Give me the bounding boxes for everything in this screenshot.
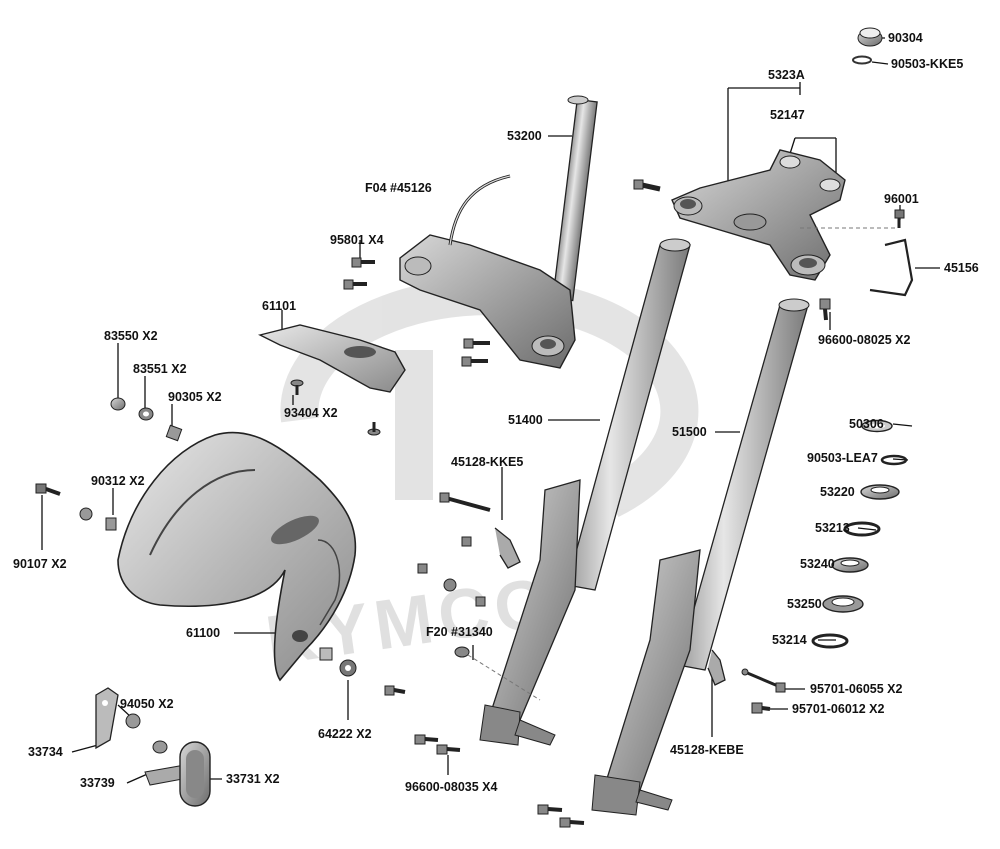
label-52147[interactable]: 52147 bbox=[770, 108, 805, 122]
label-95701-06012[interactable]: 95701-06012 X2 bbox=[792, 702, 885, 716]
label-90304[interactable]: 90304 bbox=[888, 31, 923, 45]
label-96600-08035[interactable]: 96600-08035 X4 bbox=[405, 780, 498, 794]
reflector-33731 bbox=[179, 741, 211, 807]
collar-64222 bbox=[319, 647, 406, 696]
fork-cover-61101 bbox=[257, 324, 406, 393]
label-50306[interactable]: 50306 bbox=[849, 417, 884, 431]
nut-94050 bbox=[125, 713, 141, 729]
label-5323a[interactable]: 5323A bbox=[768, 68, 805, 82]
o-ring-90503-kke5 bbox=[852, 55, 872, 65]
label-90312[interactable]: 90312 X2 bbox=[91, 474, 145, 488]
collar-90312 bbox=[79, 507, 117, 531]
label-53214[interactable]: 53214 bbox=[772, 633, 807, 647]
nut-83550 bbox=[110, 397, 126, 411]
label-53213[interactable]: 53213 bbox=[815, 521, 850, 535]
label-96001[interactable]: 96001 bbox=[884, 192, 919, 206]
bearing-stack bbox=[811, 419, 908, 649]
label-f04-45126[interactable]: F04 #45126 bbox=[365, 181, 432, 195]
fork-left-51400 bbox=[479, 238, 691, 746]
bolt-96600-08025 bbox=[819, 298, 831, 321]
label-33734[interactable]: 33734 bbox=[28, 745, 63, 759]
label-94050[interactable]: 94050 X2 bbox=[120, 697, 174, 711]
label-33731[interactable]: 33731 X2 bbox=[226, 772, 280, 786]
label-53200[interactable]: 53200 bbox=[507, 129, 542, 143]
leader-lines bbox=[41, 37, 940, 784]
label-90305[interactable]: 90305 X2 bbox=[168, 390, 222, 404]
label-33739[interactable]: 33739 bbox=[80, 776, 115, 790]
bolts-mid bbox=[417, 492, 491, 607]
clip-90305 bbox=[165, 424, 183, 442]
washer-83551 bbox=[138, 407, 154, 421]
label-90503-lea7[interactable]: 90503-LEA7 bbox=[807, 451, 878, 465]
label-53250[interactable]: 53250 bbox=[787, 597, 822, 611]
bolt-top bbox=[633, 179, 661, 192]
label-61101[interactable]: 61101 bbox=[262, 299, 297, 313]
label-64222[interactable]: 64222 X2 bbox=[318, 727, 372, 741]
bolts-95801 bbox=[343, 257, 490, 367]
bracket-45156 bbox=[869, 238, 914, 297]
bolt-90107 bbox=[35, 483, 61, 496]
label-83550[interactable]: 83550 X2 bbox=[104, 329, 158, 343]
bracket-33734 bbox=[95, 687, 119, 750]
nut-90304 bbox=[857, 27, 883, 47]
washer-94050 bbox=[152, 740, 168, 754]
speedo-cable-f20 bbox=[454, 646, 541, 701]
front-fender-61100 bbox=[117, 431, 357, 682]
steering-stem bbox=[399, 95, 598, 369]
bolts-95701 bbox=[741, 668, 786, 714]
label-53220[interactable]: 53220 bbox=[820, 485, 855, 499]
clamp-45128-kke5 bbox=[494, 527, 521, 569]
fork-right-51500 bbox=[591, 298, 810, 816]
label-95801[interactable]: 95801 X4 bbox=[330, 233, 384, 247]
screws-93404 bbox=[290, 379, 381, 436]
label-45128-kke5[interactable]: 45128-KKE5 bbox=[451, 455, 524, 469]
label-45156[interactable]: 45156 bbox=[944, 261, 979, 275]
label-51500[interactable]: 51500 bbox=[672, 425, 707, 439]
label-96600-08025[interactable]: 96600-08025 X2 bbox=[818, 333, 911, 347]
label-83551[interactable]: 83551 X2 bbox=[133, 362, 187, 376]
label-f20-31340[interactable]: F20 #31340 bbox=[426, 625, 493, 639]
upper-fork-bracket bbox=[671, 149, 846, 281]
clamp-45128-kebe bbox=[707, 649, 726, 686]
bolts-96600-08035 bbox=[414, 734, 585, 828]
label-93404[interactable]: 93404 X2 bbox=[284, 406, 338, 420]
label-95701-06055[interactable]: 95701-06055 X2 bbox=[810, 682, 903, 696]
label-45128-kebe[interactable]: 45128-KEBE bbox=[670, 743, 744, 757]
label-61100[interactable]: 61100 bbox=[186, 626, 221, 640]
label-90503-kke5[interactable]: 90503-KKE5 bbox=[891, 57, 964, 71]
label-53240[interactable]: 53240 bbox=[800, 557, 835, 571]
bolt-96001 bbox=[894, 209, 905, 228]
label-90107[interactable]: 90107 X2 bbox=[13, 557, 67, 571]
label-51400[interactable]: 51400 bbox=[508, 413, 543, 427]
